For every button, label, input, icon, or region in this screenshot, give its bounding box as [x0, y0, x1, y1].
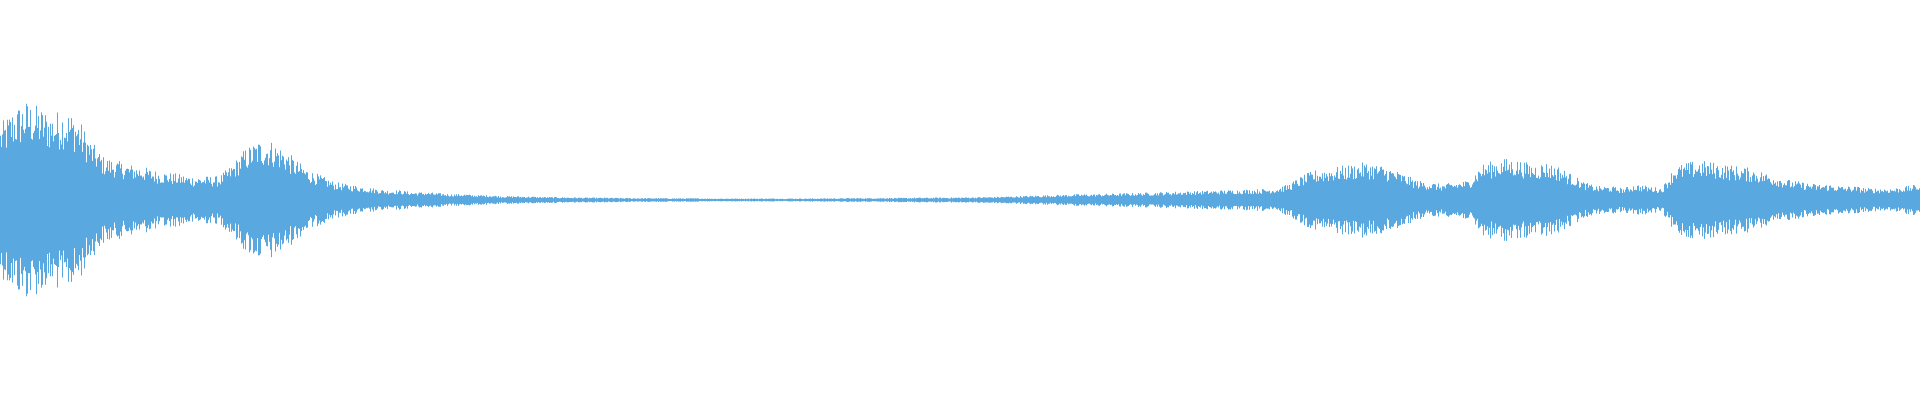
waveform-samples — [0, 103, 1920, 297]
